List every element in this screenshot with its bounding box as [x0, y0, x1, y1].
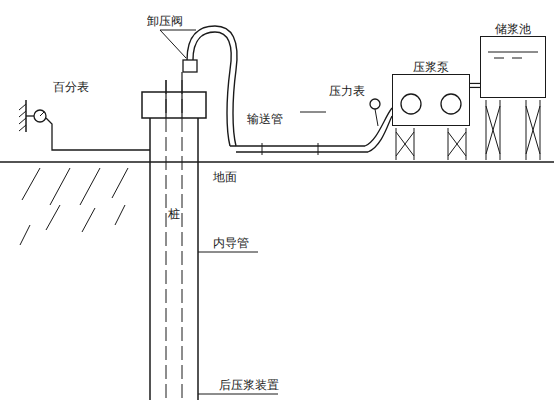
part-label: 输送管 [246, 112, 284, 126]
part-label: 内导管 [212, 236, 250, 250]
part-label: 百分表 [52, 80, 90, 94]
node-heading: 压浆泵 [392, 60, 470, 74]
box-outline [392, 74, 470, 126]
pipe-connector [470, 83, 480, 87]
part-label: 桩 [167, 208, 181, 221]
tank-box: 储浆池 [480, 22, 546, 98]
ground-label: 地面 [212, 170, 238, 184]
part-label: 压力表 [328, 84, 366, 98]
pump-box: 压浆泵 [392, 60, 470, 126]
part-label: 卸压阀 [146, 14, 184, 28]
part-label: 后压浆装置 [218, 378, 280, 392]
node-heading: 储浆池 [480, 22, 546, 36]
box-outline [480, 36, 546, 98]
